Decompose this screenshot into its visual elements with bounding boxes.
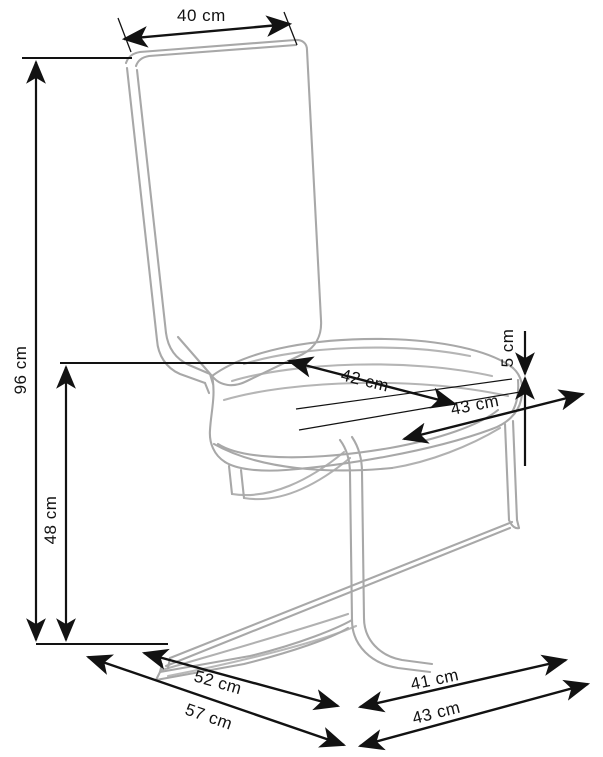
dimension-line (121, 15, 293, 48)
dimension-total-height: 96 cm (11, 56, 168, 646)
dimension-line (401, 389, 586, 444)
dimension-base-depth-outer: 57 cm (85, 654, 347, 748)
dimension-label-5cm: 5 cm (498, 329, 517, 368)
dimension-line (357, 679, 591, 751)
dimension-label-96cm: 96 cm (11, 346, 30, 395)
dimension-seat-thickness: 5 cm (498, 329, 535, 466)
dimension-seat-height: 48 cm (41, 361, 300, 642)
chair-base-frame-outline (154, 419, 521, 682)
dimension-seat-width: 43 cm (295, 378, 586, 444)
dimension-backrest-width: 40 cm (117, 6, 298, 53)
chair-backrest-outline (124, 38, 323, 395)
dimension-label-48cm: 48 cm (41, 496, 60, 545)
extension-line-left (117, 17, 132, 53)
dimension-label-52cm: 52 cm (192, 667, 244, 699)
dimension-label-40cm: 40 cm (177, 6, 226, 25)
dimension-base-width-outer: 43 cm (357, 679, 591, 751)
dimension-label-42cm: 42 cm (339, 365, 391, 395)
dimension-line (85, 654, 347, 748)
dimension-label-43cm-base: 43 cm (410, 698, 462, 728)
